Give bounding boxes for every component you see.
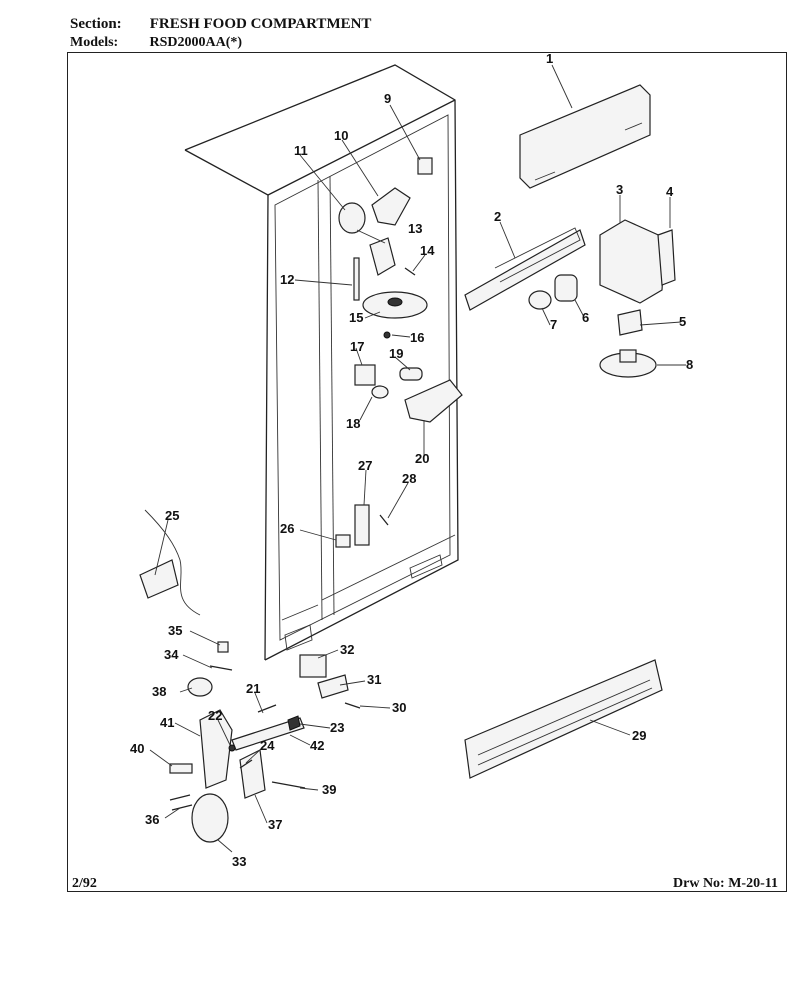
part-30-screw bbox=[344, 702, 361, 709]
part-13-bracket bbox=[369, 237, 396, 276]
part-17-bracket bbox=[354, 364, 376, 386]
part-3-box bbox=[599, 219, 666, 304]
part-32-cover bbox=[299, 654, 327, 678]
label-part-23: 23 bbox=[330, 720, 344, 735]
models-heading: Models: RSD2000AA(*) bbox=[70, 35, 242, 51]
diagram-frame bbox=[67, 52, 787, 892]
label-part-21: 21 bbox=[246, 681, 260, 696]
label-part-40: 40 bbox=[130, 741, 144, 756]
label-part-22: 22 bbox=[208, 708, 222, 723]
label-part-31: 31 bbox=[367, 672, 381, 687]
label-part-18: 18 bbox=[346, 416, 360, 431]
section-label: Section: bbox=[70, 16, 122, 32]
label-part-37: 37 bbox=[268, 817, 282, 832]
label-part-1: 1 bbox=[546, 51, 553, 66]
part-19-socket bbox=[399, 367, 423, 381]
label-part-6: 6 bbox=[582, 310, 589, 325]
label-part-13: 13 bbox=[408, 221, 422, 236]
part-5-switch bbox=[617, 309, 643, 336]
label-part-29: 29 bbox=[632, 728, 646, 743]
part-18-bulb bbox=[371, 385, 389, 399]
part-25-harness bbox=[144, 509, 201, 616]
part-12-shaft bbox=[353, 257, 360, 301]
label-part-27: 27 bbox=[358, 458, 372, 473]
part-34-screw bbox=[209, 665, 233, 671]
label-part-9: 9 bbox=[384, 91, 391, 106]
label-part-15: 15 bbox=[349, 310, 363, 325]
label-part-26: 26 bbox=[280, 521, 294, 536]
label-part-35: 35 bbox=[168, 623, 182, 638]
models-value: RSD2000AA(*) bbox=[149, 35, 243, 50]
part-39-pin bbox=[271, 781, 306, 789]
part-21-pin bbox=[257, 704, 277, 713]
drawing-date: 2/92 bbox=[72, 876, 97, 891]
label-part-2: 2 bbox=[494, 209, 501, 224]
part-6-socket bbox=[554, 274, 578, 302]
label-part-30: 30 bbox=[392, 700, 406, 715]
part-36-pins bbox=[169, 794, 193, 811]
part-28-screw bbox=[379, 514, 389, 526]
part-24-link bbox=[239, 759, 253, 769]
label-part-11: 11 bbox=[294, 143, 308, 158]
part-31-bracket bbox=[317, 674, 349, 699]
label-part-36: 36 bbox=[145, 812, 159, 827]
label-part-16: 16 bbox=[410, 330, 424, 345]
part-20-shield bbox=[404, 379, 463, 423]
part-26-grommet bbox=[335, 534, 351, 548]
models-label: Models: bbox=[70, 35, 119, 50]
label-part-32: 32 bbox=[340, 642, 354, 657]
part-23-spring bbox=[287, 715, 301, 731]
label-part-8: 8 bbox=[686, 357, 693, 372]
label-part-38: 38 bbox=[152, 684, 166, 699]
label-part-33: 33 bbox=[232, 854, 246, 869]
part-4-switch bbox=[657, 229, 676, 286]
label-part-25: 25 bbox=[165, 508, 179, 523]
label-part-5: 5 bbox=[679, 314, 686, 329]
drawing-number: Drw No: M-20-11 bbox=[673, 876, 778, 891]
part-41-hinge bbox=[199, 709, 233, 789]
label-part-34: 34 bbox=[164, 647, 179, 662]
part-7-bulb bbox=[528, 290, 552, 310]
part-14-screw bbox=[404, 267, 416, 276]
label-part-19: 19 bbox=[389, 346, 403, 361]
label-part-7: 7 bbox=[550, 317, 557, 332]
label-part-3: 3 bbox=[616, 182, 623, 197]
part-16-screw bbox=[383, 331, 391, 339]
label-part-42: 42 bbox=[310, 738, 324, 753]
part-40-pad bbox=[169, 763, 193, 774]
label-part-24: 24 bbox=[260, 738, 275, 753]
part-1-cover bbox=[519, 84, 651, 189]
part-38-roller bbox=[187, 677, 213, 697]
label-part-10: 10 bbox=[334, 128, 348, 143]
part-37-bracket bbox=[239, 749, 266, 799]
cabinet-liner bbox=[184, 64, 459, 661]
label-part-12: 12 bbox=[280, 272, 294, 287]
label-part-17: 17 bbox=[350, 339, 364, 354]
part-35-clip bbox=[217, 641, 229, 653]
section-heading: Section: FRESH FOOD COMPARTMENT bbox=[70, 16, 371, 33]
label-part-39: 39 bbox=[322, 782, 336, 797]
section-title: FRESH FOOD COMPARTMENT bbox=[149, 16, 372, 32]
part-27-hinge bbox=[354, 504, 370, 546]
part-33-wheel bbox=[191, 793, 229, 843]
part-11-housing bbox=[338, 202, 366, 234]
label-part-41: 41 bbox=[160, 715, 174, 730]
part-22-washer bbox=[228, 744, 236, 752]
label-part-28: 28 bbox=[402, 471, 416, 486]
label-part-20: 20 bbox=[415, 451, 429, 466]
part-9-clip bbox=[417, 157, 433, 175]
part-2-bracket bbox=[464, 229, 586, 311]
label-part-14: 14 bbox=[420, 243, 435, 258]
part-10-housing bbox=[371, 187, 411, 226]
part-29-grille bbox=[464, 659, 663, 779]
label-part-4: 4 bbox=[666, 184, 674, 199]
